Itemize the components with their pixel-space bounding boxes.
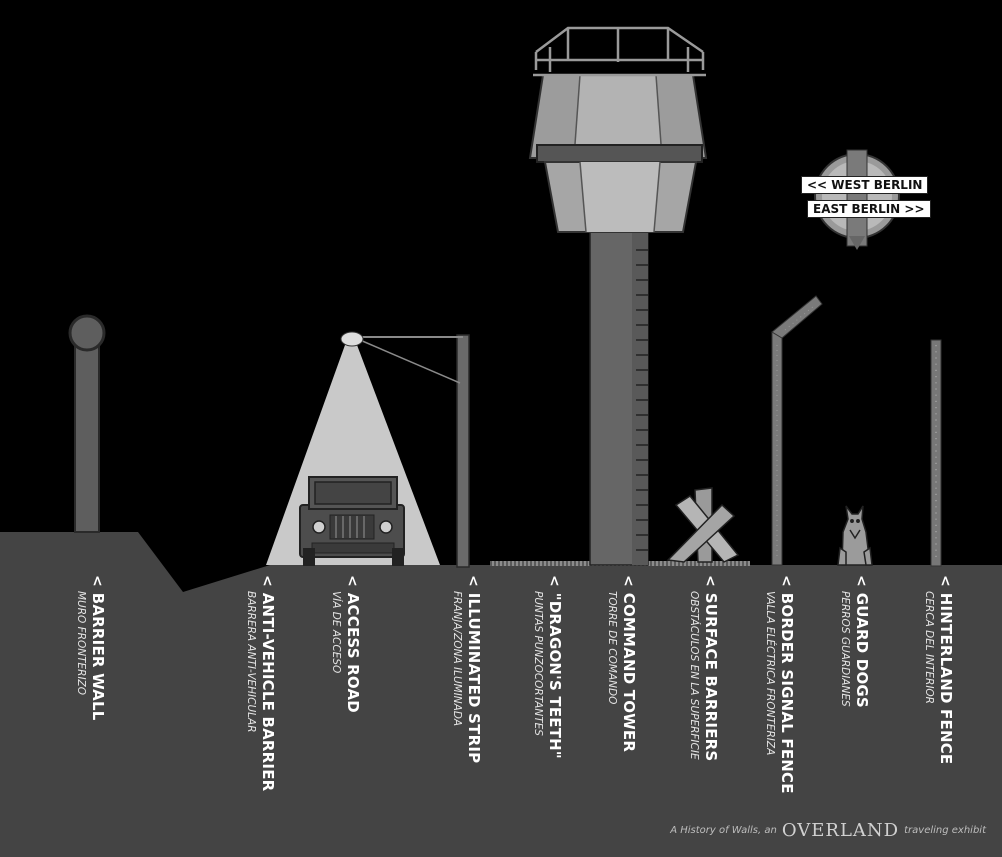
chevron-left-icon: < [344, 575, 360, 587]
label-es: OBSTÁCULOS EN LA SUPERFICIE [688, 591, 700, 760]
east-berlin-sign: EAST BERLIN >> [807, 200, 931, 218]
label-es: PERROS GUARDIANES [839, 591, 851, 707]
tower-shaft [589, 231, 649, 566]
chevron-left-icon: < [620, 575, 636, 587]
label-es: TORRE DE COMANDO [606, 591, 618, 705]
surface-barrier-illustration [666, 487, 740, 563]
label-en: BORDER SIGNAL FENCE [778, 592, 796, 794]
guard-dog-illustration [837, 505, 873, 566]
west-berlin-sign: << WEST BERLIN [801, 176, 929, 194]
signal-fence-illustration [771, 295, 823, 566]
lamp-post-illustration [340, 331, 470, 568]
chevron-left-icon: < [546, 575, 562, 587]
label-en: ILLUMINATED STRIP [465, 592, 483, 764]
label-es: PUNTAS PUNZOCORTANTES [532, 591, 544, 736]
footer-suffix: traveling exhibit [904, 825, 986, 836]
footer-credit: A History of Walls, an OVERLAND travelin… [670, 820, 986, 841]
label-dragons-teeth: < "DRAGON'S TEETH"PUNTAS PUNZOCORTANTES [519, 575, 579, 825]
label-en: BARRIER WALL [89, 592, 107, 721]
jeep-illustration [299, 476, 405, 566]
chevron-left-icon: < [89, 575, 105, 587]
label-en: SURFACE BARRIERS [702, 592, 720, 762]
label-en: COMMAND TOWER [620, 592, 638, 753]
command-tower-illustration [528, 26, 708, 233]
label-es: FRANJA/ZONA ILUMINADA [451, 591, 463, 727]
label-en: ACCESS ROAD [344, 592, 362, 713]
ground [0, 532, 1002, 857]
footer-brand: OVERLAND [781, 820, 900, 841]
label-en: "DRAGON'S TEETH" [546, 592, 564, 759]
hinterland-fence-illustration [930, 339, 942, 567]
footer-prefix: A History of Walls, an [670, 825, 777, 836]
label-en: HINTERLAND FENCE [937, 592, 955, 765]
label-es: VÍA DE ACCESO [330, 591, 342, 674]
label-es: CERCA DEL INTERIOR [923, 591, 935, 704]
barrier-wall-illustration [68, 314, 106, 533]
chevron-left-icon: < [259, 575, 275, 587]
chevron-left-icon: < [702, 575, 718, 587]
label-en: ANTI-VEHICLE BARRIER [259, 592, 277, 792]
label-es: MURO FRONTERIZO [75, 591, 87, 695]
label-es: BARRERA ANTI-VEHICULAR [245, 591, 257, 733]
label-en: GUARD DOGS [853, 592, 871, 708]
label-es: VALLA ELÉCTRICA FRONTERIZA [764, 591, 776, 756]
chevron-left-icon: < [778, 575, 794, 587]
chevron-left-icon: < [465, 575, 481, 587]
chevron-left-icon: < [853, 575, 869, 587]
chevron-left-icon: < [937, 575, 953, 587]
